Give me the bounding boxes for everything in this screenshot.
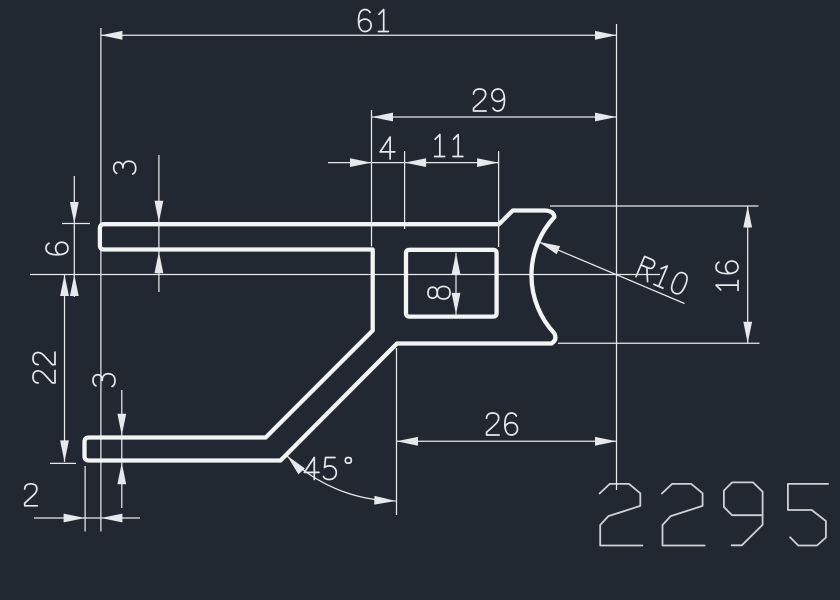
dim-label-61 — [357, 8, 390, 33]
arrow-3bot-lower — [117, 462, 127, 485]
arrow-6-lower — [69, 274, 79, 296]
arrow-26-left — [396, 436, 418, 446]
dim-label-26 — [485, 412, 519, 436]
arrow-16-top — [743, 206, 753, 228]
arrow-6-upper — [69, 202, 79, 224]
dimension-arrowheads — [60, 30, 753, 523]
profile-outer-contour — [82, 208, 558, 463]
arrow-3top-lower — [154, 251, 164, 274]
arrow-r10 — [538, 241, 561, 255]
arrow-4-left — [350, 158, 372, 167]
arrow-3bot-upper — [117, 413, 127, 436]
dim-label-3-bottom — [92, 372, 116, 388]
dim-label-29 — [472, 88, 506, 112]
arrow-61-left — [100, 30, 123, 40]
profile-outline — [82, 208, 558, 463]
arrow-29-left — [371, 112, 393, 122]
part-number-digit-5 — [787, 483, 829, 547]
arrow-45-lower — [374, 495, 396, 505]
arrow-2-right — [100, 513, 123, 523]
arrow-4-right — [404, 158, 427, 167]
part-number-2295 — [598, 481, 829, 547]
arrow-22-bottom — [60, 440, 69, 462]
dim-label-6 — [45, 241, 69, 256]
arrow-8-top — [451, 252, 461, 275]
dim-label-4 — [379, 136, 396, 160]
dim-label-45deg — [303, 456, 353, 481]
arrow-26-right — [595, 436, 617, 446]
leader-r10 — [538, 241, 685, 305]
dim-label-3-top — [112, 160, 137, 175]
dim-label-8 — [427, 285, 451, 300]
arrow-22-top — [60, 274, 69, 296]
arrow-45-upper — [287, 455, 305, 475]
part-number-digit-9 — [723, 481, 764, 547]
arrow-2-left — [63, 513, 86, 523]
arrow-8-bottom — [451, 292, 461, 315]
arrow-3top-upper — [154, 200, 164, 223]
dim-label-2 — [23, 482, 39, 507]
profile-rectangular-hole — [403, 247, 499, 319]
dim-label-11 — [433, 133, 464, 158]
dimension-lines — [30, 24, 760, 532]
arrow-16-bottom — [743, 321, 753, 344]
arrow-29-right — [595, 112, 617, 122]
arrow-11-right — [477, 158, 499, 167]
dim-label-22 — [32, 351, 56, 384]
part-number-digit-2 — [661, 483, 706, 547]
dim-label-r10 — [635, 255, 688, 295]
dim-label-16 — [715, 260, 739, 292]
arrow-61-right — [595, 30, 617, 40]
